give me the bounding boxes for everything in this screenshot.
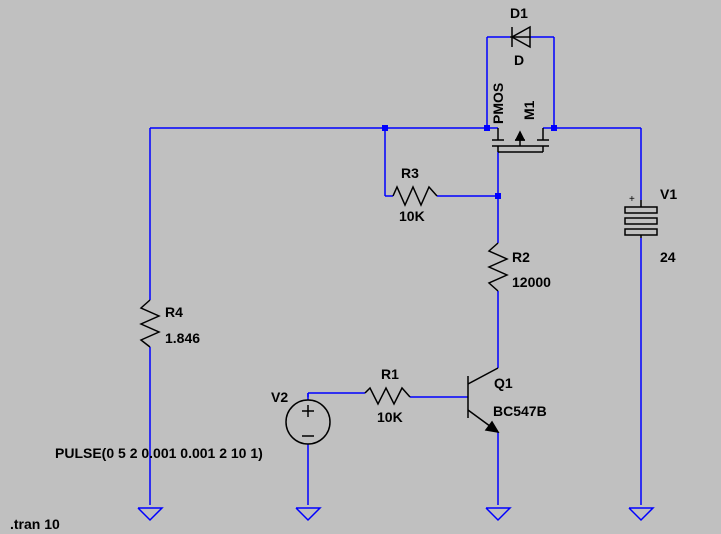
battery-v1-symbol[interactable] [624,200,658,238]
npn-q1-symbol[interactable] [467,367,500,434]
resistor-r3-symbol[interactable] [392,185,438,207]
resistor-r2-symbol[interactable] [487,242,509,292]
q1-ref-label: Q1 [494,375,513,391]
junction-dot [382,125,388,131]
pmos-m1-symbol[interactable] [492,128,549,153]
m1-ref-label: M1 [521,100,537,120]
v1-plus-label: + [629,194,635,205]
spice-directive[interactable]: .tran 10 [10,516,60,532]
r4-ref-label: R4 [165,304,183,320]
ground-icon [295,507,322,522]
v1-ref-label: V1 [660,186,678,202]
ground-icon [628,507,655,522]
junction-dot [484,125,490,131]
d1-value-label: D [514,52,525,68]
wires [149,36,642,505]
q1-value-label: BC547B [493,403,547,419]
diode-d1-symbol[interactable] [510,25,531,49]
r3-ref-label: R3 [401,165,419,181]
r4-value-label: 1.846 [165,330,201,346]
v1-value-label: 24 [660,249,676,265]
v2-ref-label: V2 [271,389,289,405]
v2-value-label: PULSE(0 5 2 0.001 0.001 2 10 1) [55,445,263,461]
r3-value-label: 10K [399,208,425,224]
d1-ref-label: D1 [510,5,528,21]
resistor-r1-symbol[interactable] [364,386,411,406]
m1-value-label: PMOS [490,82,506,124]
grounds [137,507,655,522]
junction-dot [495,193,501,199]
r1-value-label: 10K [377,409,403,425]
junction-dot [551,125,557,131]
r2-value-label: 12000 [512,274,551,290]
source-v2-symbol[interactable] [285,399,331,445]
resistor-r4-symbol[interactable] [139,299,161,348]
ground-icon [137,507,164,522]
ground-icon [485,507,512,522]
r1-ref-label: R1 [381,366,399,382]
junctions [382,125,557,199]
r2-ref-label: R2 [512,249,530,265]
